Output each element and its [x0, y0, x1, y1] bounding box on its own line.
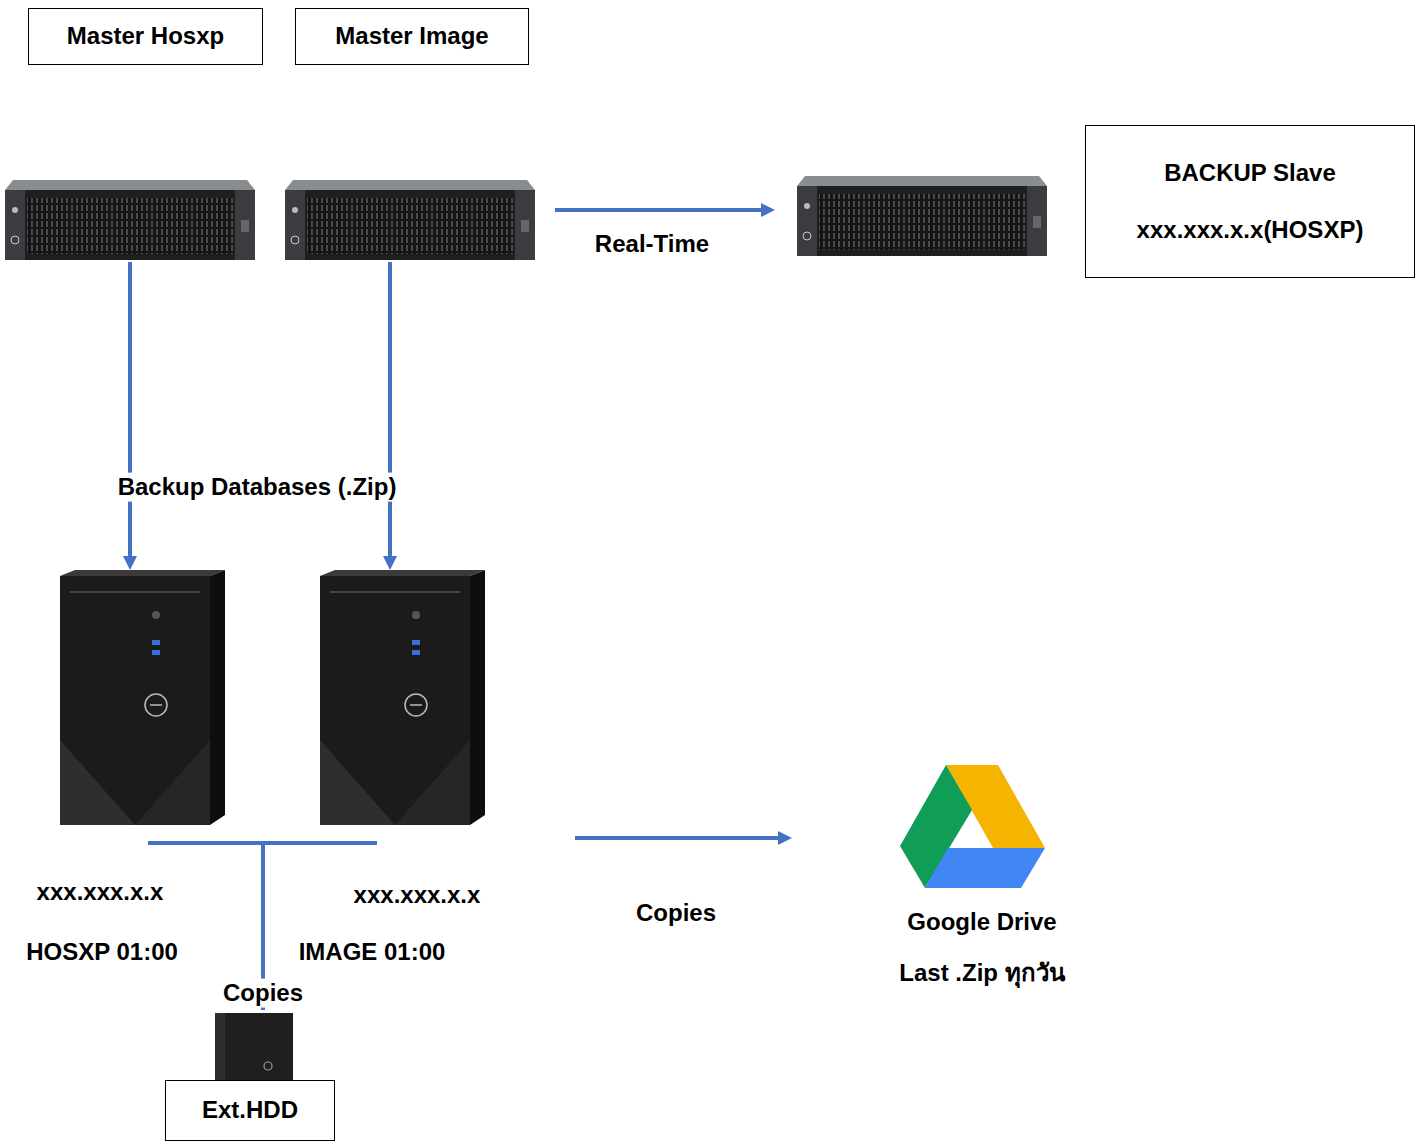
box-title: Master Hosxp [67, 22, 224, 51]
device-node: xxx.xxx.x.xIMAGE 01:00 [315, 570, 565, 843]
device-node: Google DriveLast .Zip ทุกวัน [800, 765, 1160, 1000]
box-title: BACKUP Slave [1164, 159, 1336, 188]
rack-server [285, 180, 535, 260]
edge-label: Copies [632, 899, 720, 928]
flow-arrow [575, 836, 782, 840]
device-name: xxx.xxx.x.x [354, 881, 481, 910]
box-detail: xxx.xxx.x.x(HOSXP) [1137, 216, 1364, 245]
device-detail: IMAGE 01:00 [299, 938, 446, 967]
flow-arrow [388, 262, 392, 560]
device-name: Google Drive [907, 908, 1056, 937]
google-drive-logo [900, 765, 1045, 888]
flow-arrow [128, 262, 132, 560]
external-hdd [215, 1013, 293, 1080]
desktop-tower [60, 570, 225, 825]
box-title: Ext.HDD [202, 1096, 298, 1125]
device-detail: HOSXP 01:00 [26, 938, 178, 967]
label-box: Master Hosxp [28, 8, 263, 65]
labelled-node: Master Hosxp [5, 8, 263, 262]
labelled-node: BACKUP Slave xxx.xxx.x.x(HOSXP) [795, 125, 1415, 278]
device-name: xxx.xxx.x.x [37, 878, 164, 907]
label-box: BACKUP Slave xxx.xxx.x.x(HOSXP) [1085, 125, 1415, 278]
rack-server [797, 176, 1047, 256]
flow-arrow [555, 208, 765, 212]
device-node: xxx.xxx.x.xHOSXP 01:00 [55, 570, 230, 843]
edge-label: Backup Databases (.Zip) [114, 473, 401, 502]
edge-label: Copies [219, 979, 307, 1008]
labelled-node: Ext.HDD [165, 1010, 335, 1141]
edge-label: Real-Time [591, 230, 713, 259]
label-box: Ext.HDD [165, 1080, 335, 1141]
rack-server [5, 180, 255, 260]
desktop-tower [320, 570, 485, 825]
device-detail: Last .Zip ทุกวัน [899, 959, 1064, 988]
labelled-node: Master Image [285, 8, 535, 262]
label-box: Master Image [295, 8, 529, 65]
box-title: Master Image [335, 22, 488, 51]
